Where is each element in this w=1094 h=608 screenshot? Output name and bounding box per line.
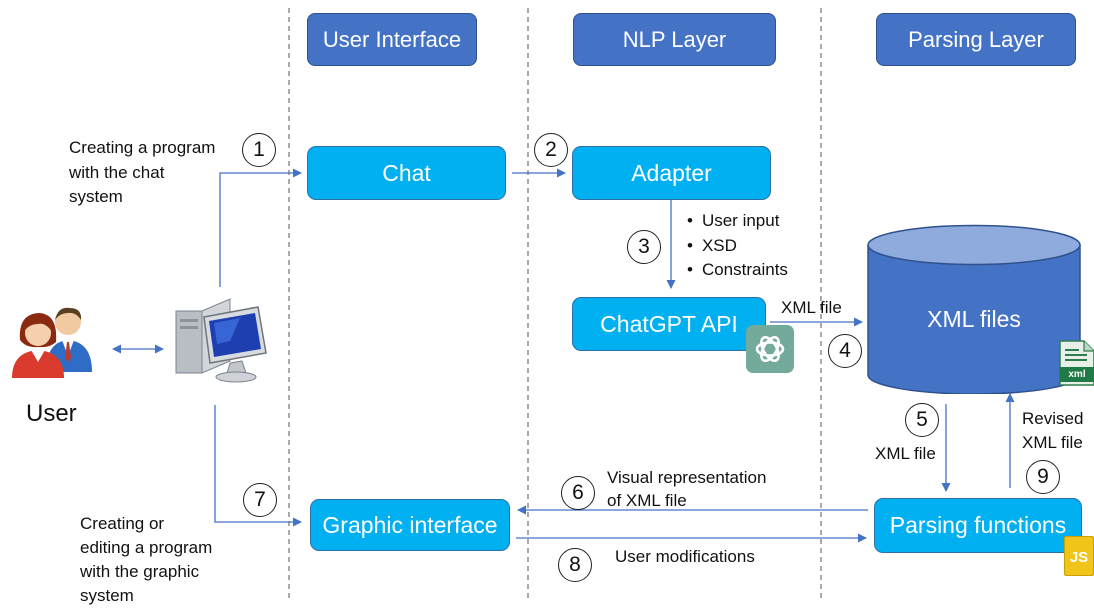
bullet-xsd: XSD [687,234,788,259]
step-1: 1 [242,133,276,167]
chatgpt-api-component: ChatGPT API [572,297,766,351]
openai-logo-icon [746,325,794,373]
arrow-computer-graphic [214,405,302,527]
visual-rep-line-1: Visual representation [607,468,767,487]
revised-line-1: Revised [1022,409,1084,428]
xml-badge-text: xml [1068,369,1086,380]
creating-graphic-line-2: editing a program [80,538,213,557]
js-file-icon: JS [1064,536,1094,576]
step-8: 8 [558,548,592,582]
layer-separators [288,8,822,602]
step-7: 7 [243,483,277,517]
user-label: User [26,400,77,427]
adapter-component: Adapter [572,146,771,200]
creating-chat-label: Creating a program with the chat system [69,136,215,210]
revised-line-2: XML file [1022,433,1083,452]
adapter-inputs-list: User input XSD Constraints [687,209,788,283]
computer-icon [170,297,270,385]
visual-representation-label: Visual representation of XML file [607,466,766,512]
xml-file-icon: xml [1057,340,1094,386]
revised-xml-label: Revised XML file [1022,407,1083,455]
xml-files-database [867,224,1081,394]
xml-file-down-label: XML file [875,444,936,463]
layer-header-user-interface: User Interface [307,13,477,66]
step-3: 3 [627,230,661,264]
creating-graphic-line-1: Creating or [80,514,165,533]
step-5: 5 [905,403,939,437]
user-group-icon [10,300,98,380]
xml-files-label: XML files [927,306,1021,332]
visual-rep-line-2: of XML file [607,491,687,510]
layer-header-nlp: NLP Layer [573,13,776,66]
user-modifications-label: User modifications [615,547,755,566]
step-9: 9 [1026,460,1060,494]
bullet-user-input: User input [687,209,788,234]
step-6: 6 [561,476,595,510]
creating-graphic-label: Creating or editing a program with the g… [80,512,212,608]
step-2: 2 [534,133,568,167]
js-badge-text: JS [1069,549,1089,566]
graphic-interface-component: Graphic interface [310,499,510,551]
creating-graphic-line-3: with the graphic [80,562,200,581]
xml-file-api-label: XML file [781,298,842,317]
creating-chat-line-2: with the chat [69,162,165,182]
bullet-constraints: Constraints [687,258,788,283]
step-4: 4 [828,334,862,368]
parsing-functions-component: Parsing functions [874,498,1082,553]
layer-header-parsing: Parsing Layer [876,13,1076,66]
creating-chat-line-3: system [69,187,123,206]
chat-component: Chat [307,146,506,200]
creating-graphic-line-4: system [80,586,134,605]
arrow-computer-chat [219,168,302,287]
creating-chat-line-1: Creating a program [69,138,216,157]
